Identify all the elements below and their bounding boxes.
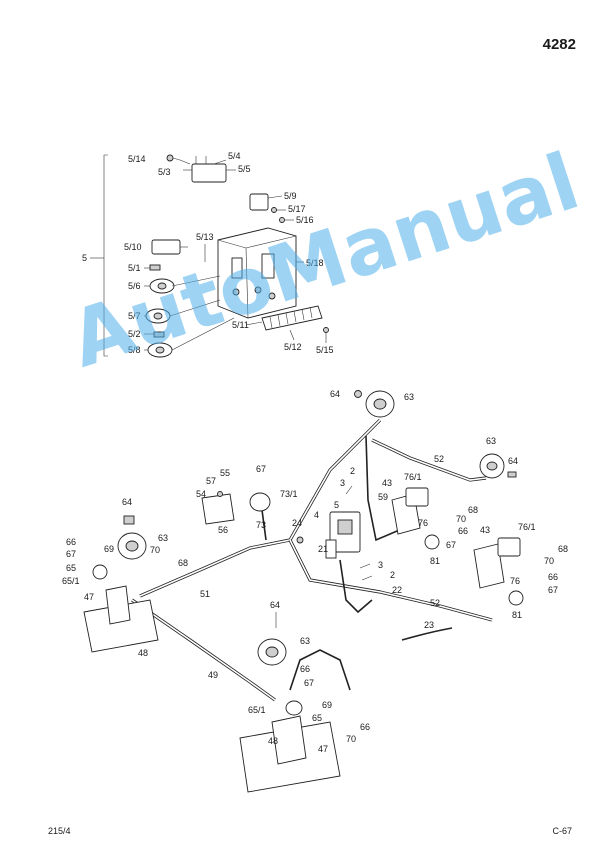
callout-55: 55 [220,468,230,478]
callout-5-10: 5/10 [124,242,142,252]
callout-49: 49 [208,670,218,680]
callout-5-11: 5/11 [232,320,249,330]
callout-66: 66 [66,537,76,547]
components [83,390,524,793]
callout-67: 67 [446,540,456,550]
callout-63: 63 [404,392,414,402]
callout-57: 57 [206,476,216,486]
callout-66: 66 [360,722,370,732]
callout-52: 52 [434,454,444,464]
callout-66: 66 [300,664,310,674]
callout-5-3: 5/3 [158,167,171,177]
callout-5-2: 5/2 [128,329,141,339]
callout-3: 3 [340,478,345,488]
callout-65: 65 [66,563,76,573]
callout-65: 65 [312,713,322,723]
callout-81: 81 [430,556,440,566]
callout-47: 47 [84,592,94,602]
callout-5-16: 5/16 [296,215,314,225]
callout-2: 2 [350,466,355,476]
callout-63: 63 [300,636,310,646]
callout-5: 5 [82,253,87,263]
callout-5: 5 [334,500,339,510]
callout-5-14: 5/14 [128,154,146,164]
callout-64: 64 [270,600,280,610]
callout-63: 63 [486,436,496,446]
callout-5-7: 5/7 [128,311,141,321]
callout-5-6: 5/6 [128,281,141,291]
callout-64: 64 [330,389,340,399]
callout-67: 67 [548,585,558,595]
callout-48: 48 [138,648,148,658]
callout-43: 43 [480,525,490,535]
callout-70: 70 [346,734,356,744]
callout-65-1: 65/1 [248,705,266,715]
callout-69: 69 [322,700,332,710]
callout-51: 51 [200,589,210,599]
callout-5-18: 5/18 [306,258,324,268]
callout-67: 67 [304,678,314,688]
wiring-harness [131,418,493,702]
callout-23: 23 [424,620,434,630]
bracket-assembly [90,154,329,358]
callout-70: 70 [150,545,160,555]
callout-5-9: 5/9 [284,191,297,201]
callout-59: 59 [378,492,388,502]
callout-81: 81 [512,610,522,620]
callout-2: 2 [390,570,395,580]
callout-76-1: 76/1 [518,522,536,532]
page-number: 4282 [542,36,576,53]
callout-68: 68 [178,558,188,568]
callout-3: 3 [378,560,383,570]
callout-64: 64 [122,497,132,507]
callout-73-1: 73/1 [280,489,298,499]
callout-70: 70 [544,556,554,566]
callout-43: 43 [382,478,392,488]
callout-64: 64 [508,456,518,466]
callout-54: 54 [196,489,206,499]
callout-76: 76 [418,518,428,528]
callout-70: 70 [456,514,466,524]
callout-65-1: 65/1 [62,576,80,586]
callout-68: 68 [558,544,568,554]
callout-73: 73 [256,520,266,530]
callout-47: 47 [318,744,328,754]
callout-5-15: 5/15 [316,345,334,355]
callout-63: 63 [158,533,168,543]
callout-76: 76 [510,576,520,586]
callout-56: 56 [218,525,228,535]
callout-52: 52 [430,598,440,608]
callout-67: 67 [256,464,266,474]
callout-5-8: 5/8 [128,345,141,355]
callout-21: 21 [318,544,328,554]
callout-76-1: 76/1 [404,472,422,482]
callout-5-1: 5/1 [128,263,141,273]
callout-66: 66 [458,526,468,536]
callout-5-13: 5/13 [196,232,214,242]
callout-labels: 5 5/14 5/4 5/3 5/5 5/9 5/17 5/16 5/10 5/… [62,151,568,754]
callout-67: 67 [66,549,76,559]
callout-69: 69 [104,544,114,554]
callout-5-17: 5/17 [288,204,306,214]
callout-5-5: 5/5 [238,164,251,174]
callout-5-12: 5/12 [284,342,302,352]
callout-66: 66 [548,572,558,582]
callout-24: 24 [292,518,302,528]
callout-5-4: 5/4 [228,151,241,161]
callout-22: 22 [392,585,402,595]
footer-code-right: C-67 [552,826,572,836]
callout-48: 48 [268,736,278,746]
callout-68: 68 [468,505,478,515]
callout-4: 4 [314,510,319,520]
footer-code-left: 215/4 [48,826,71,836]
